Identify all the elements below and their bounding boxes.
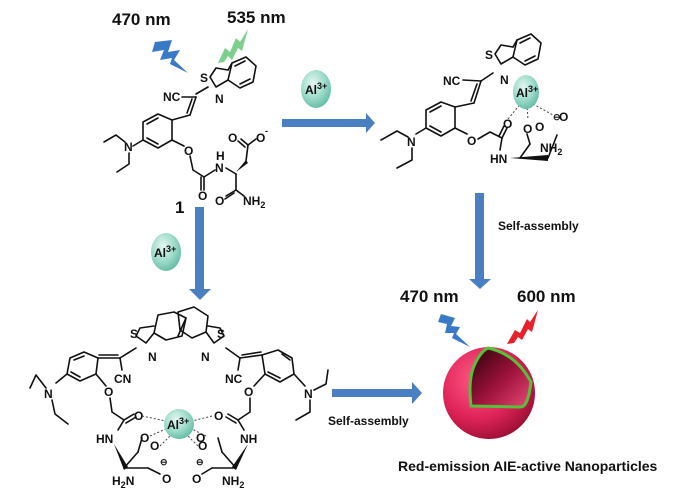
atom-O-amide-left: O xyxy=(134,409,143,423)
atom-N: N xyxy=(215,92,224,106)
self-assembly-step-bottom: Self-assembly xyxy=(328,382,422,428)
emission-bolt-icon xyxy=(218,29,248,63)
al-ion-label: Al3+ xyxy=(305,81,327,97)
atom-O-amide: O xyxy=(198,189,207,203)
atom-O-carboxamide: O xyxy=(523,122,532,136)
compound-number: 1 xyxy=(175,198,184,217)
charge-minus: - xyxy=(265,126,268,136)
atom-CN: CN xyxy=(114,372,131,386)
charge-minus-icon: ⊖ xyxy=(553,112,561,122)
atom-NH2: NH2 xyxy=(243,194,265,210)
atom-NH2-right: NH2 xyxy=(222,474,244,490)
nanoparticle-caption: Red-emission AIE-active Nanoparticles xyxy=(398,458,658,474)
al-ion-bubble xyxy=(151,233,181,271)
atom-O: O xyxy=(467,134,476,148)
atom-O-amide: O xyxy=(503,117,512,131)
charge-minus-icon: ⊖ xyxy=(196,457,204,467)
excitation-bolt-icon xyxy=(152,40,188,73)
atom-O: O xyxy=(184,144,193,158)
atom-NEt2: N xyxy=(407,135,416,149)
nanoparticle-cutaway xyxy=(468,346,533,409)
atom-HN-left: HN xyxy=(96,432,113,446)
atom-O-carboxamide: O xyxy=(215,194,224,208)
al-ion-bubble xyxy=(164,409,194,439)
excitation-bolt-icon xyxy=(438,314,470,347)
arrow-right xyxy=(282,113,375,133)
al-ion-label: Al3+ xyxy=(167,416,189,432)
emission-bolt-icon xyxy=(507,310,538,344)
atom-H: H xyxy=(216,149,225,163)
self-assembly-label: Self-assembly xyxy=(498,219,579,233)
arrow-right-bottom xyxy=(332,382,422,404)
arrow-down-left xyxy=(189,207,211,300)
atom-NC: NC xyxy=(443,74,461,88)
complex-1-to-1: S N NC N O O HN O NH2 O O ⊖ Al3+ xyxy=(380,33,568,169)
atom-H2N-left: H2N xyxy=(112,474,134,490)
atom-NEt2: N xyxy=(124,140,133,154)
atom-O-minus: O xyxy=(256,131,265,145)
atom-NC: NC xyxy=(163,90,181,104)
al-ion-bubble xyxy=(513,75,539,109)
atom-O-carboxylate: O xyxy=(535,120,544,134)
atom-O-left: O xyxy=(104,385,113,399)
atom-N-left: N xyxy=(148,350,157,364)
excitation-wavelength-label: 470 nm xyxy=(112,10,171,29)
atom-O-carboxamide-right: O xyxy=(196,431,205,445)
charge-minus-icon: ⊖ xyxy=(160,457,168,467)
atom-S: S xyxy=(485,48,493,62)
atom-N-right: N xyxy=(201,350,210,364)
atom-S-right: S xyxy=(217,327,225,341)
atom-O-carbonyl-right: O xyxy=(192,472,201,486)
al-addition-step-right: Al3+ xyxy=(282,70,375,133)
atom-NH-right: NH xyxy=(240,432,257,446)
self-assembly-label: Self-assembly xyxy=(328,414,409,428)
atom-O-carbonyl-left: O xyxy=(162,472,171,486)
atom-NEt2-right: N xyxy=(304,387,313,401)
atom-O-right: O xyxy=(244,385,253,399)
atom-O-carbonyl: O xyxy=(559,110,568,124)
atom-O-carboxylate: O xyxy=(228,131,237,145)
al-addition-step-down: Al3+ xyxy=(151,207,211,300)
atom-O-amide-right: O xyxy=(214,409,223,423)
complex-2-to-1: S N S N CN N O O HN O H2N O O ⊖ xyxy=(29,306,329,490)
atom-S: S xyxy=(200,71,208,85)
emission-wavelength-label: 535 nm xyxy=(227,8,286,27)
atom-O-carboxylate-left: O xyxy=(150,439,159,453)
al-ion-bubble xyxy=(301,70,331,108)
atom-NEt2-left: N xyxy=(44,387,53,401)
atom-N: N xyxy=(500,73,509,87)
nanoparticle-panel: 470 nm 600 nm Red-emission AIE-active Na… xyxy=(398,287,658,474)
atom-HN: HN xyxy=(490,152,507,166)
np-excitation-label: 470 nm xyxy=(400,287,459,306)
arrow-down-right xyxy=(469,193,491,289)
al-ion-label: Al3+ xyxy=(516,84,538,100)
al-ion-label: Al3+ xyxy=(154,244,176,260)
atom-NC-right: NC xyxy=(225,372,243,386)
atom-S-left: S xyxy=(130,327,138,341)
atom-NH: N xyxy=(215,161,224,175)
atom-O-carboxylate-right: O xyxy=(198,439,207,453)
compound-1: 470 nm 535 nm S N NC N O O xyxy=(103,8,286,217)
np-emission-label: 600 nm xyxy=(517,287,576,306)
self-assembly-step-right: Self-assembly xyxy=(469,193,579,289)
atom-O-carboxamide-left: O xyxy=(140,431,149,445)
